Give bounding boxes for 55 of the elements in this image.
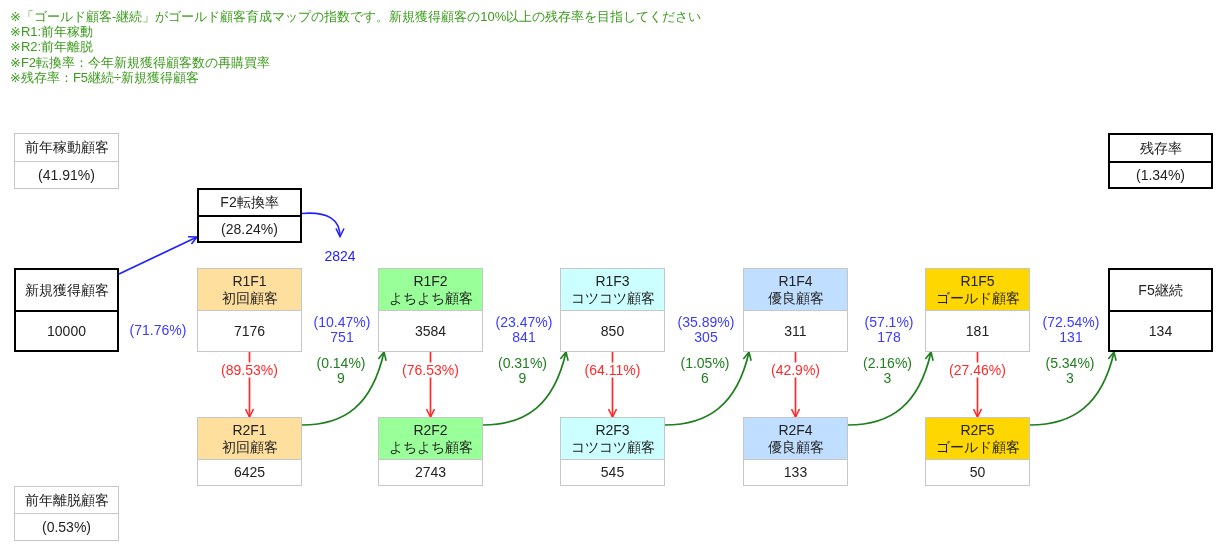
header-cell: R1F5 ゴールド顧客: [926, 269, 1029, 311]
segment-card: [560, 417, 665, 486]
segment-card: [743, 268, 848, 352]
header-cell: R2F1 初回顧客: [198, 418, 301, 460]
segment-card: [197, 268, 302, 352]
flow-rate-label: (72.54%) 131: [1042, 315, 1100, 345]
edge-label: (0.14%) 9: [314, 356, 368, 386]
edge-label: (64.11%): [582, 362, 643, 378]
metric-card: [1108, 133, 1213, 189]
arrow: [1029, 351, 1117, 426]
arrow: [301, 351, 387, 426]
flow-rate-label: (71.76%): [129, 322, 187, 338]
header-cell: R1F3 コツコツ顧客: [561, 269, 664, 311]
note-text: ※「ゴールド顧客-継続」がゴールド顧客育成マップの指数です。新規獲得顧客の10%以上の残存率を目指してください: [10, 9, 702, 24]
metric-card: [1108, 268, 1213, 352]
arrow: [118, 236, 198, 275]
edge-label: (42.9%): [769, 362, 822, 378]
segment-card: [378, 268, 483, 352]
edge-label: (2.16%) 3: [861, 356, 914, 386]
metric-card: [14, 486, 119, 541]
edge-label: (76.53%): [400, 362, 461, 378]
note-text: ※R2:前年離脱: [10, 39, 94, 54]
arrow: [664, 351, 752, 426]
segment-card: [743, 417, 848, 486]
header-cell: R2F3 コツコツ顧客: [561, 418, 664, 460]
edge-label: (1.05%) 6: [678, 356, 732, 386]
segment-card: [378, 417, 483, 486]
metric-card: [14, 268, 119, 352]
segment-card: [925, 268, 1030, 352]
header-cell: R1F2 よちよち顧客: [379, 269, 482, 311]
edge-label: (0.31%) 9: [496, 356, 549, 386]
metric-card: [14, 133, 119, 189]
header-cell: R2F2 よちよち顧客: [379, 418, 482, 460]
header-cell: R1F1 初回顧客: [198, 269, 301, 311]
edge-label: 2824: [322, 248, 358, 263]
segment-card: [560, 268, 665, 352]
note-text: ※F2転換率：今年新規獲得顧客数の再購買率: [10, 55, 271, 70]
flow-rate-label: (57.1%) 178: [864, 315, 914, 345]
segment-card: [925, 417, 1030, 486]
flow-rate-label: (23.47%) 841: [495, 315, 553, 345]
header-cell: R2F4 優良顧客: [744, 418, 847, 460]
flow-rate-label: (10.47%) 751: [313, 315, 371, 345]
arrow: [847, 351, 934, 426]
header-cell: R2F5 ゴールド顧客: [926, 418, 1029, 460]
edge-label: (27.46%): [947, 362, 1008, 378]
header-cell: R1F4 優良顧客: [744, 269, 847, 311]
metric-card: [197, 188, 302, 243]
edge-label: (5.34%) 3: [1043, 356, 1097, 386]
edge-label: (89.53%): [219, 362, 280, 378]
segment-card: [197, 417, 302, 486]
note-text: ※残存率：F5継続÷新規獲得顧客: [10, 70, 200, 85]
flow-rate-label: (35.89%) 305: [677, 315, 735, 345]
arrow: [301, 212, 345, 238]
arrow: [482, 351, 569, 426]
note-text: ※R1:前年稼動: [10, 24, 94, 39]
